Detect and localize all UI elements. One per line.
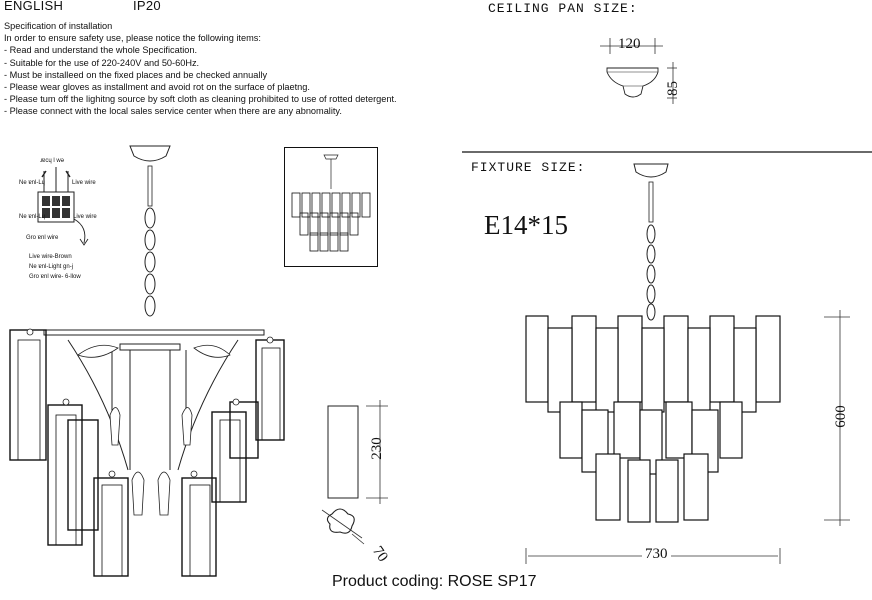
chandelier-thumbnail — [284, 147, 378, 267]
wiring-diagram — [37, 167, 89, 246]
bulb-spec: E14*15 — [484, 210, 568, 240]
fixture-title: FIXTURE SIZE: — [471, 160, 586, 175]
chandelier-perspective-drawing — [9, 145, 285, 577]
wire-legend-neutral: Ne ɐnl-Light gn-j — [29, 264, 74, 270]
specification-block: Specification of installation In order t… — [4, 20, 474, 118]
wire-label-live-2: Live wire — [73, 214, 97, 220]
ceiling-pan-height: 85 — [665, 81, 681, 96]
product-coding: Product coding: ROSE SP17 — [332, 573, 537, 590]
spec-item: - Suitable for the use of 220-240V and 5… — [4, 57, 200, 68]
ip-rating-label: IP20 — [133, 0, 161, 13]
section-divider — [462, 151, 872, 153]
language-label: ENGLISH — [4, 0, 64, 13]
ceiling-pan-drawing — [600, 38, 677, 104]
ceiling-pan-title: CEILING PAN SIZE: — [488, 1, 638, 16]
fixture-front-drawing — [525, 163, 850, 564]
wire-label-ground: Gro ɐnl wire — [26, 235, 59, 241]
spec-intro: In order to ensure safety use, please no… — [4, 33, 261, 44]
wire-label-neutral: Ne ɐnl-Lɥ — [19, 180, 46, 186]
crystal-height: 230 — [368, 437, 385, 460]
wire-label-live: Live wire — [72, 180, 96, 186]
wire-label-live-top: ɹɐcɥ l wə — [40, 158, 65, 164]
wire-label-neutral-2: Ne ɐnl-Lɥ — [19, 214, 46, 220]
fixture-height: 600 — [832, 405, 849, 428]
spec-item: - Read and understand the whole Specific… — [4, 45, 198, 56]
wire-legend-live: Live wire-Brown — [29, 254, 72, 260]
spec-title: Specification of installation — [4, 21, 113, 31]
crystal-drawing — [321, 400, 388, 545]
spec-item: - Please connect with the local sales se… — [4, 106, 342, 117]
ceiling-pan-width: 120 — [618, 36, 641, 52]
spec-item: - Must be installeed on the fixed places… — [4, 69, 268, 80]
wire-legend-ground: Gro ɐnl wire- 6-llow — [29, 274, 81, 280]
fixture-width: 730 — [642, 546, 671, 563]
spec-item: - Please tum off the lighitng source by … — [4, 94, 397, 105]
spec-item: - Please wear gloves as installment and … — [4, 82, 310, 93]
